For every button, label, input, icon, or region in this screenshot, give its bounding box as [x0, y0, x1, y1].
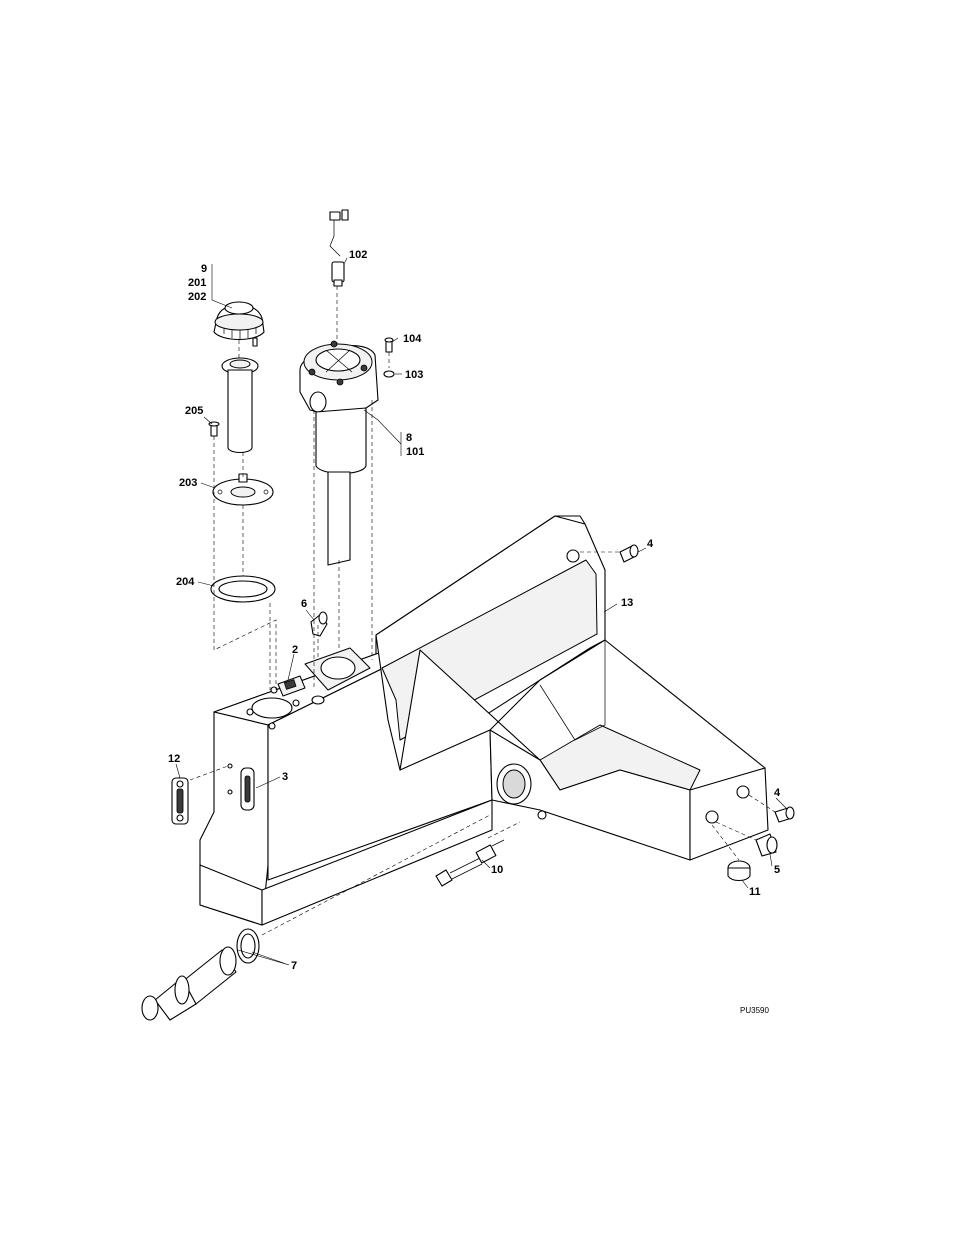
suction-strainer-7	[141, 928, 260, 1021]
level-gauge-part	[171, 777, 189, 825]
callout-101: 101	[406, 446, 425, 458]
callout-4-upper: 4	[647, 538, 654, 550]
callout-102: 102	[349, 249, 368, 261]
elbow-fitting-6	[310, 611, 328, 637]
callout-204: 204	[176, 576, 195, 588]
callout-103: 103	[405, 369, 424, 381]
fitting-4-lower	[774, 806, 795, 823]
callout-9: 9	[201, 263, 208, 275]
callout-202: 202	[188, 291, 207, 303]
leader-lines	[175, 257, 787, 966]
plug-11	[727, 860, 751, 882]
callout-3: 3	[282, 771, 289, 783]
callout-12: 12	[168, 753, 181, 765]
drawing-number: PU3590	[740, 1006, 769, 1015]
callout-201: 201	[188, 277, 207, 289]
fitting-4-upper	[619, 544, 639, 563]
callout-7: 7	[291, 960, 298, 972]
callout-2: 2	[292, 644, 299, 656]
assembly-lines	[189, 286, 776, 936]
breather-cap-assembly	[208, 301, 276, 603]
fitting-5	[755, 833, 778, 857]
callout-11: 11	[749, 886, 761, 898]
callout-104: 104	[403, 333, 422, 345]
callout-203: 203	[179, 477, 198, 489]
sight-gauge	[227, 763, 255, 811]
callout-205: 205	[185, 405, 204, 417]
callout-8: 8	[406, 432, 413, 444]
callout-10: 10	[491, 864, 504, 876]
callout-4-lower: 4	[774, 787, 781, 799]
return-filter-assembly	[299, 209, 395, 566]
hydraulic-tank	[199, 515, 769, 926]
decal-2	[277, 675, 306, 697]
callout-5: 5	[774, 864, 781, 876]
temperature-sensor-10	[435, 839, 505, 887]
callout-6: 6	[301, 598, 308, 610]
callout-13: 13	[621, 597, 634, 609]
